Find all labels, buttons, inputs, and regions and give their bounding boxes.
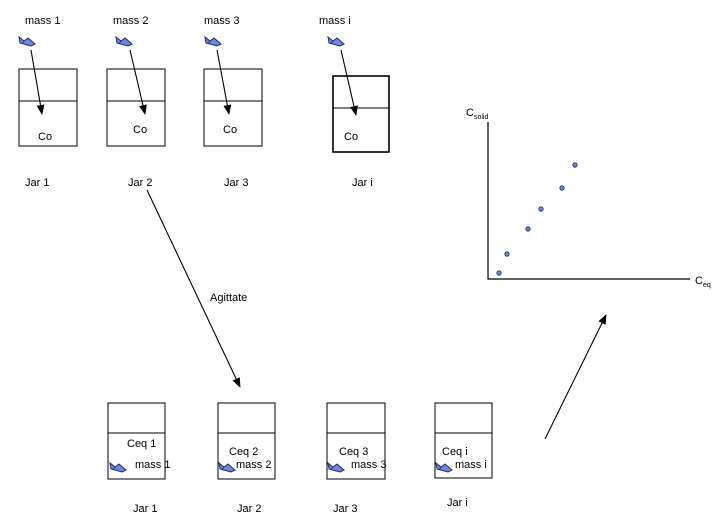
top-jar-1: mass 1 Co Jar 1: [18, 15, 78, 189]
y-axis-label: Csolid: [466, 107, 488, 121]
bottom-jar-label-i: Jar i: [447, 497, 468, 509]
top-content-label-i: Co: [344, 131, 358, 143]
top-jar-label-i: Jar i: [352, 177, 373, 189]
blue-crystal-icon: [18, 36, 36, 47]
mass-addition-arrow: [340, 49, 358, 116]
data-point: [572, 162, 578, 168]
jar-body: [332, 75, 390, 153]
jar-body: [106, 68, 166, 147]
top-jar-label-2: Jar 2: [128, 177, 152, 189]
top-jar-label-1: Jar 1: [25, 177, 49, 189]
jar-body: [18, 68, 78, 147]
top-jar-i: mass i Co Jar i: [319, 15, 390, 189]
data-point: [538, 206, 544, 212]
bottom-eq-label-i: Ceq i: [442, 446, 468, 458]
top-jar-label-3: Jar 3: [224, 177, 248, 189]
jar-body: [203, 68, 263, 147]
isotherm-plot: Csolid Ceq: [466, 107, 711, 289]
x-axis-label-sub: eq: [703, 282, 711, 289]
bottom-jar-label-1: Jar 1: [133, 503, 157, 514]
blue-crystal-icon: [327, 36, 345, 47]
bottom-mass-label-1: mass 1: [135, 459, 170, 471]
x-axis-label: Ceq: [695, 275, 711, 289]
data-point: [559, 185, 565, 191]
bottom-jar-label-3: Jar 3: [333, 503, 357, 514]
bottom-eq-label-1: Ceq 1: [127, 438, 156, 450]
mass-addition-arrow: [216, 49, 232, 115]
bottom-jar-3: Ceq 3 mass 3 Jar 3: [326, 402, 386, 514]
agitate-arrow: [146, 189, 241, 388]
bottom-mass-label-i: mass i: [455, 459, 487, 471]
blue-crystal-icon: [204, 36, 222, 47]
x-axis-label-main: C: [695, 275, 703, 287]
top-content-label-2: Co: [133, 124, 147, 136]
top-mass-label-2: mass 2: [113, 15, 148, 27]
data-point: [504, 251, 510, 257]
bottom-jar-2: Ceq 2 mass 2 Jar 2: [217, 402, 276, 514]
blue-crystal-icon: [115, 36, 133, 47]
bottom-mass-label-2: mass 2: [236, 459, 271, 471]
bottom-eq-label-3: Ceq 3: [339, 446, 368, 458]
y-axis-label-main: C: [466, 107, 474, 119]
bottom-jar-1: Ceq 1 mass 1 Jar 1: [107, 402, 170, 514]
bottom-eq-label-2: Ceq 2: [229, 446, 258, 458]
data-point: [496, 270, 502, 276]
bottom-mass-label-3: mass 3: [351, 459, 386, 471]
mass-addition-arrow: [129, 49, 147, 115]
top-jar-3: mass 3 Co Jar 3: [203, 15, 263, 189]
top-jar-2: mass 2 Co Jar 2: [106, 15, 166, 189]
y-axis-label-sub: solid: [474, 114, 489, 121]
to-plot-arrow: [544, 314, 607, 440]
agitate-label: Agittate: [210, 292, 247, 304]
agitate-step: Agittate: [146, 189, 247, 388]
bottom-jar-label-2: Jar 2: [237, 503, 261, 514]
top-mass-label-3: mass 3: [204, 15, 239, 27]
top-content-label-1: Co: [38, 131, 52, 143]
mass-addition-arrow: [30, 49, 45, 115]
data-point: [525, 226, 531, 232]
plot-axes: [487, 122, 690, 280]
top-mass-label-i: mass i: [319, 15, 351, 27]
top-content-label-3: Co: [223, 124, 237, 136]
bottom-jar-i: Ceq i mass i Jar i: [434, 402, 493, 509]
top-mass-label-1: mass 1: [25, 15, 60, 27]
